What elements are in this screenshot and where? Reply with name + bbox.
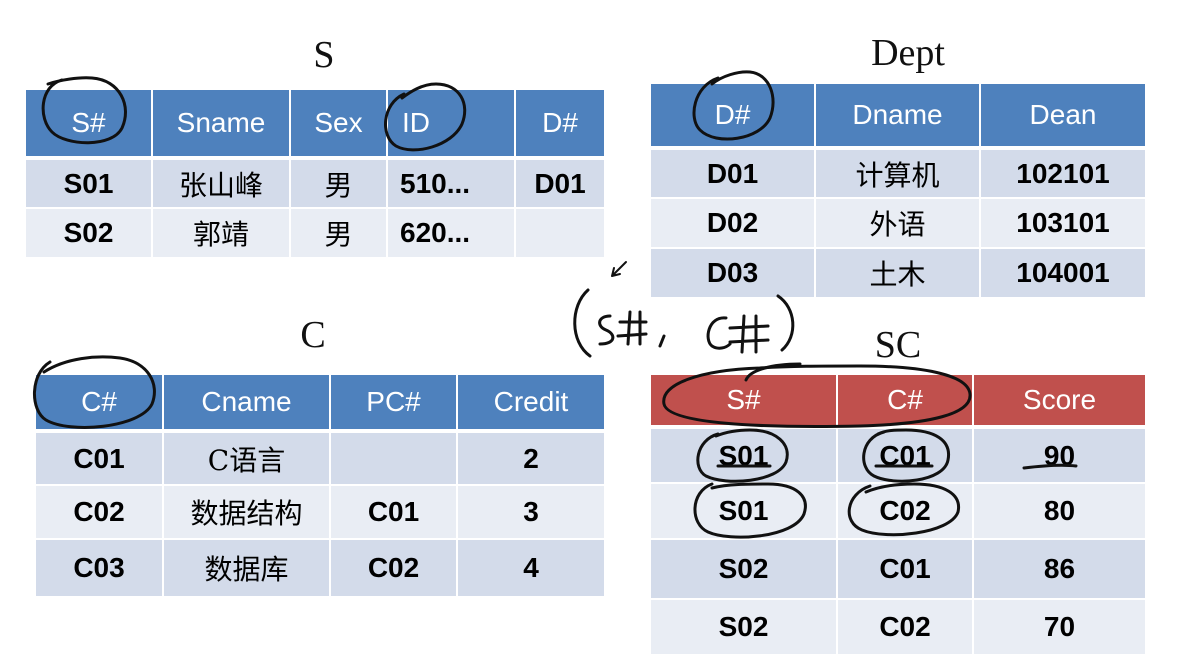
table-row: S01 张山峰 男 510... D01 [26,158,604,209]
table-row: C01 C语言 2 [36,431,604,486]
table-cell: S02 [651,539,838,600]
table-c: C# Cname PC# Credit C01 C语言 2 C02 数据结构 C… [36,375,604,598]
table-title-sc: SC [874,324,922,366]
table-cell: 男 [290,208,388,259]
table-cell: C02 [330,539,458,598]
table-cell: C01 [837,427,974,484]
column-header-c-no: C# [837,375,974,429]
table-cell: 620... [387,208,516,259]
table-row: C02 数据结构 C01 3 [36,485,604,540]
table-cell: 80 [973,483,1145,540]
table-cell: 90 [973,427,1145,484]
table-cell: C01 [36,431,164,486]
table-cell: 86 [973,539,1145,600]
ink-open-paren [573,288,592,358]
table-cell: S02 [26,208,153,259]
table-cell [515,208,604,259]
column-header-s-no: S# [651,375,838,429]
table-cell: C语言 [163,431,331,486]
table-header-row: D# Dname Dean [651,84,1145,150]
table-cell: 3 [457,485,604,540]
table-cell: 102101 [980,148,1145,199]
table-cell: 郭靖 [152,208,291,259]
table-cell: 数据结构 [163,485,331,540]
table-cell: 2 [457,431,604,486]
table-cell: C02 [837,599,974,656]
table-cell: S01 [651,483,838,540]
table-cell: 104001 [980,248,1145,299]
ink-hash-stroke-2 [728,314,770,354]
table-row: D01 计算机 102101 [651,148,1145,199]
pen-cursor-icon [611,261,627,277]
table-cell: 510... [387,158,516,209]
column-header-d-no: D# [515,90,604,160]
column-header-score: Score [973,375,1145,429]
table-header-row: C# Cname PC# Credit [36,375,604,433]
table-row: S01 C01 90 [651,427,1145,484]
column-header-d-no: D# [651,84,816,150]
table-cell: S01 [651,427,838,484]
ink-c-stroke [706,316,732,350]
table-title-dept: Dept [871,32,945,74]
column-header-sname: Sname [152,90,291,160]
table-cell: 外语 [815,198,981,249]
column-header-sex: Sex [290,90,388,160]
column-header-dname: Dname [815,84,981,150]
table-header-row: S# C# Score [651,375,1145,429]
table-sc: S# C# Score S01 C01 90 S01 C02 80 S02 C0… [651,375,1145,656]
table-dept: D# Dname Dean D01 计算机 102101 D02 外语 1031… [651,84,1145,299]
table-row: D02 外语 103101 [651,198,1145,249]
table-header-row: S# Sname Sex ID D# [26,90,604,160]
table-row: S02 C02 70 [651,599,1145,656]
table-cell: C01 [330,485,458,540]
ink-hash-stroke-1 [616,310,648,346]
table-cell: D01 [515,158,604,209]
column-header-id: ID [387,90,516,160]
table-cell: 男 [290,158,388,209]
column-header-credit: Credit [457,375,604,433]
table-cell: 张山峰 [152,158,291,209]
table-row: S01 C02 80 [651,483,1145,540]
table-cell: D02 [651,198,816,249]
table-cell: C01 [837,539,974,600]
table-cell: C02 [837,483,974,540]
column-header-dean: Dean [980,84,1145,150]
table-cell: 土木 [815,248,981,299]
ink-close-paren [776,294,795,352]
column-header-s-no: S# [26,90,153,160]
ink-comma-stroke [658,334,666,348]
table-cell [330,431,458,486]
table-cell: S01 [26,158,153,209]
table-cell: C03 [36,539,164,598]
ink-s-stroke [598,314,615,346]
table-cell: D03 [651,248,816,299]
table-cell: 4 [457,539,604,598]
table-row: C03 数据库 C02 4 [36,539,604,598]
table-cell: D01 [651,148,816,199]
table-cell: 数据库 [163,539,331,598]
table-row: D03 土木 104001 [651,248,1145,299]
table-title-s: S [313,34,335,76]
column-header-c-no: C# [36,375,164,433]
table-cell: 70 [973,599,1145,656]
table-title-c: C [300,314,326,356]
column-header-cname: Cname [163,375,331,433]
table-cell: 103101 [980,198,1145,249]
column-header-pc-no: PC# [330,375,458,433]
table-cell: S02 [651,599,838,656]
table-s: S# Sname Sex ID D# S01 张山峰 男 510... D01 … [26,90,604,259]
table-row: S02 C01 86 [651,539,1145,600]
table-row: S02 郭靖 男 620... [26,208,604,259]
table-cell: C02 [36,485,164,540]
table-cell: 计算机 [815,148,981,199]
